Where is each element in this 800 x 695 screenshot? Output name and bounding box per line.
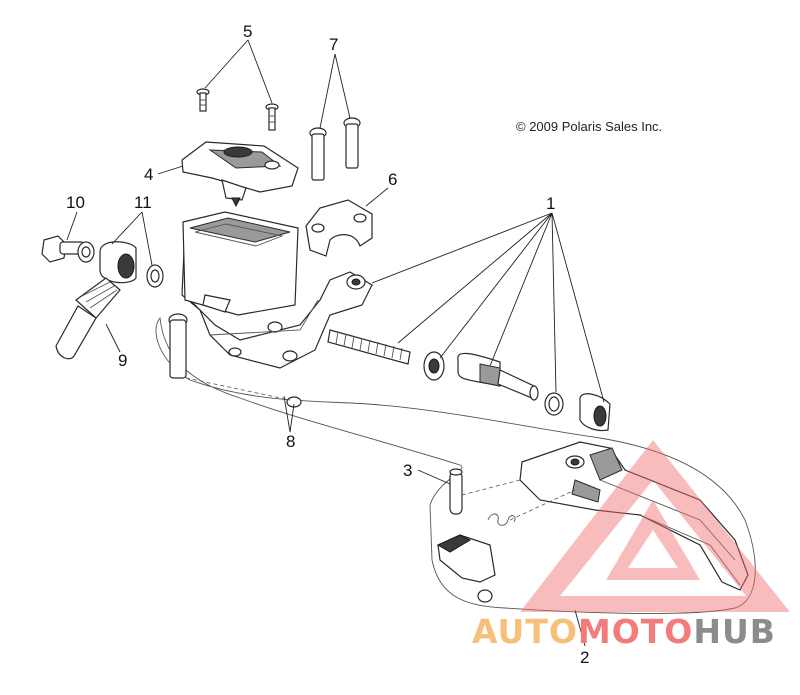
- hose-fitting-group: [41, 235, 164, 360]
- brake-lever: [519, 441, 749, 591]
- clamp-screws: [309, 117, 361, 181]
- callout-4: 4: [144, 165, 153, 184]
- callout-labels: 1 2 3 4 5 6 7 8 9 10 11: [66, 22, 589, 667]
- cap-screws: [196, 88, 279, 131]
- reservoir-cap: [181, 141, 299, 208]
- callout-7: 7: [329, 35, 338, 54]
- lever-assembly-outline: [155, 316, 756, 614]
- svg-text:AUTOMOTOHUB: AUTOMOTOHUB: [472, 612, 776, 651]
- callout-8: 8: [286, 432, 295, 451]
- callout-1: 1: [546, 194, 555, 213]
- callout-9: 9: [118, 351, 127, 370]
- handlebar-clamp: [305, 199, 373, 257]
- watermark-hub: HUB: [693, 612, 776, 651]
- callout-11: 11: [134, 193, 152, 212]
- watermark-auto: AUTO: [472, 612, 578, 651]
- master-cylinder-body: [181, 211, 373, 369]
- piston-group: [327, 329, 611, 432]
- lever-pivot-group: [436, 468, 576, 603]
- callout-10: 10: [66, 193, 85, 212]
- watermark-moto: MOTO: [578, 612, 693, 651]
- callout-2: 2: [580, 648, 589, 667]
- leader-lines: [66, 39, 605, 647]
- copyright-notice: © 2009 Polaris Sales Inc.: [516, 119, 662, 134]
- watermark-triangle-icon: [520, 440, 790, 612]
- callout-3: 3: [403, 461, 412, 480]
- pivot-bolt-group: [168, 313, 302, 408]
- callout-5: 5: [243, 22, 252, 41]
- callout-6: 6: [388, 170, 397, 189]
- watermark-logo: AUTOMOTOHUB: [472, 440, 790, 651]
